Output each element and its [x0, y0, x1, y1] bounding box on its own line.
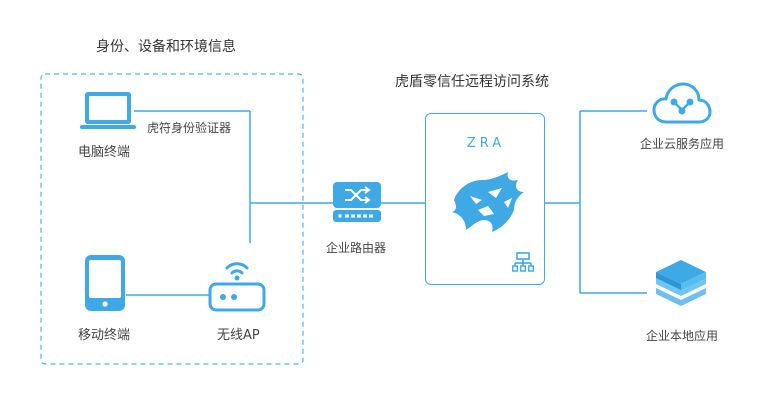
zra-gateway-box: ZRA	[425, 113, 545, 285]
tiger-logo-icon	[452, 172, 524, 232]
router-label: 企业路由器	[326, 241, 387, 255]
mobile-label: 移动终端	[78, 328, 131, 343]
layers-stack-icon	[656, 260, 706, 306]
cloud-app-label: 企业云服务应用	[640, 137, 725, 151]
identity-region-border	[40, 73, 304, 365]
pc-label: 电脑终端	[78, 145, 131, 160]
authenticator-label: 虎符身份验证器	[147, 121, 232, 135]
laptop-icon	[80, 92, 136, 129]
identity-title: 身份、设备和环境信息	[96, 39, 236, 55]
zero-trust-title: 虎盾零信任远程访问系统	[395, 74, 549, 90]
local-app-label: 企业本地应用	[646, 329, 719, 343]
zra-label: ZRA	[466, 136, 506, 151]
cloud-network-icon	[652, 82, 712, 124]
network-topology-icon	[512, 252, 534, 272]
wireless-ap-label: 无线AP	[217, 328, 260, 343]
network-switch-icon	[333, 182, 381, 222]
phone-icon	[85, 255, 125, 311]
wifi-router-icon	[208, 262, 266, 312]
